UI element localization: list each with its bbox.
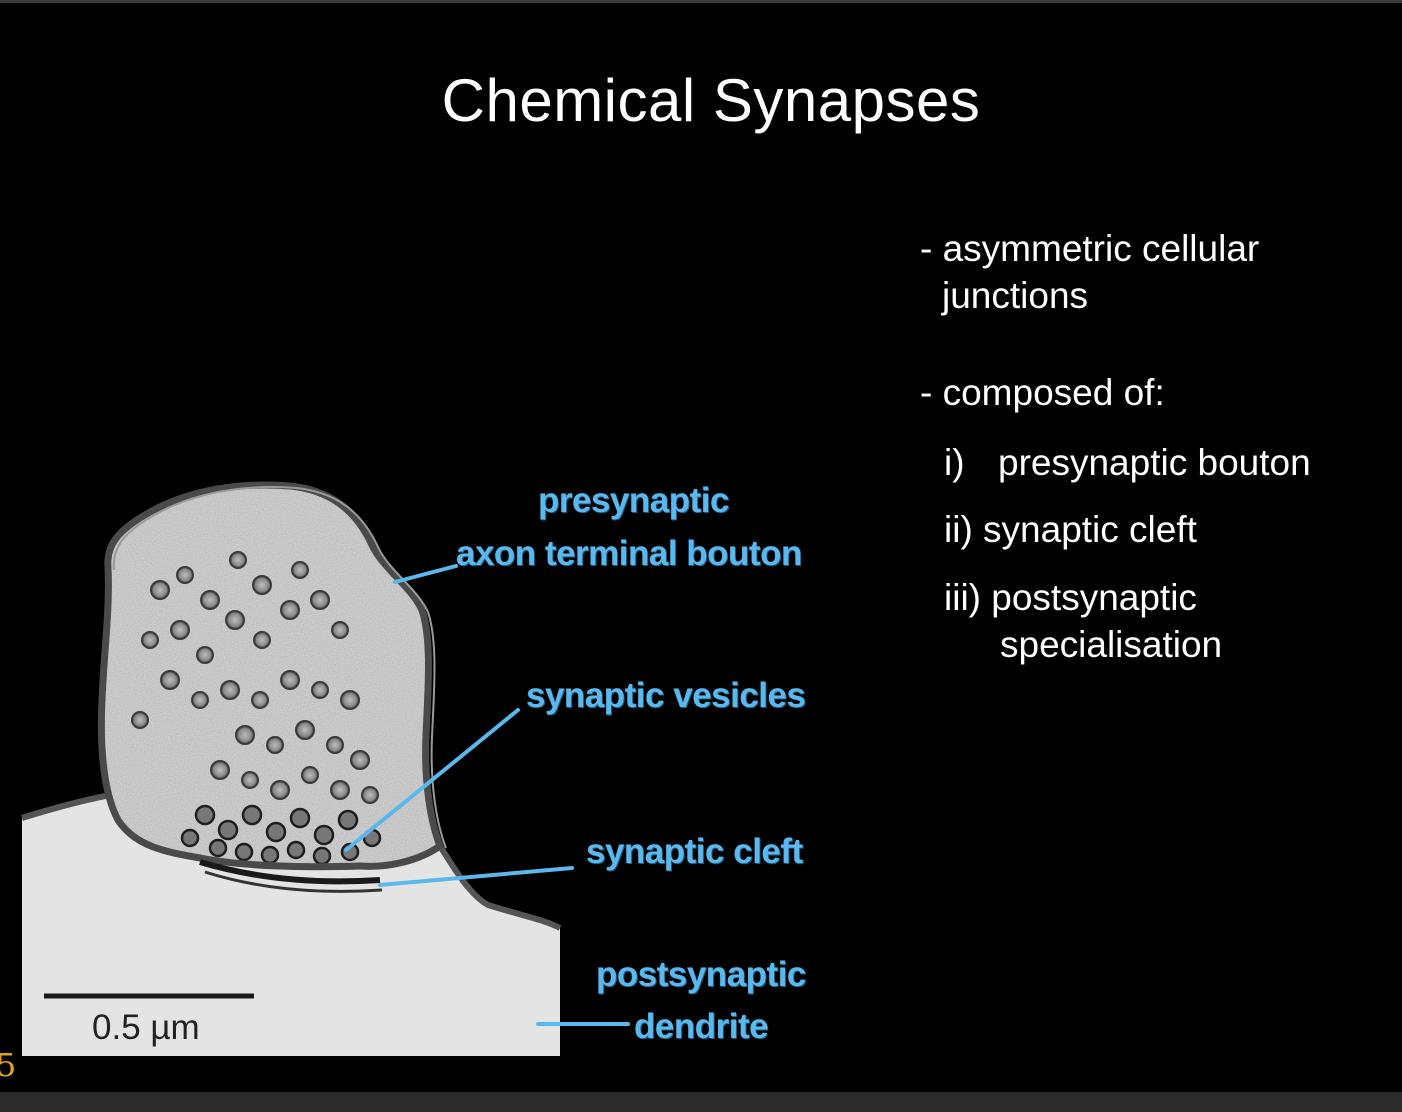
- subitem-postsynaptic-cont: specialisation: [1000, 624, 1223, 665]
- bullet-composed: - composed of:: [920, 372, 1165, 413]
- dendrite-membrane: [21, 792, 111, 821]
- window-bottom-bar: [0, 1092, 1402, 1112]
- bullet-asymmetric: - asymmetric cellular: [920, 228, 1260, 269]
- slide-title: Chemical Synapses: [441, 67, 981, 134]
- bullet-asymmetric-cont: junctions: [942, 275, 1089, 316]
- label-synaptic-cleft: synaptic cleft: [586, 832, 803, 871]
- synaptic-cleft-band: [199, 859, 381, 885]
- scale-bar-label: 0.5 µm: [92, 1008, 200, 1047]
- label-presynaptic: presynaptic: [538, 481, 729, 520]
- vesicle-cluster: [131, 551, 382, 866]
- leader-lines: [344, 564, 630, 1026]
- label-axon-terminal-bouton: axon terminal bouton: [456, 534, 802, 573]
- bouton-membrane: [97, 481, 445, 871]
- dendrite-region: [22, 795, 560, 1056]
- label-postsynaptic: postsynaptic: [596, 955, 806, 994]
- slide-number: 5: [0, 1046, 17, 1084]
- label-synaptic-vesicles: synaptic vesicles: [526, 676, 806, 715]
- label-dendrite: dendrite: [634, 1007, 769, 1046]
- subitem-synaptic-cleft: ii) synaptic cleft: [944, 509, 1197, 550]
- subitem-marker-i: i): [944, 442, 965, 483]
- subitem-postsynaptic: iii) postsynaptic: [944, 577, 1197, 618]
- window-top-edge: [0, 0, 1402, 3]
- subitem-presynaptic-bouton: presynaptic bouton: [998, 442, 1311, 483]
